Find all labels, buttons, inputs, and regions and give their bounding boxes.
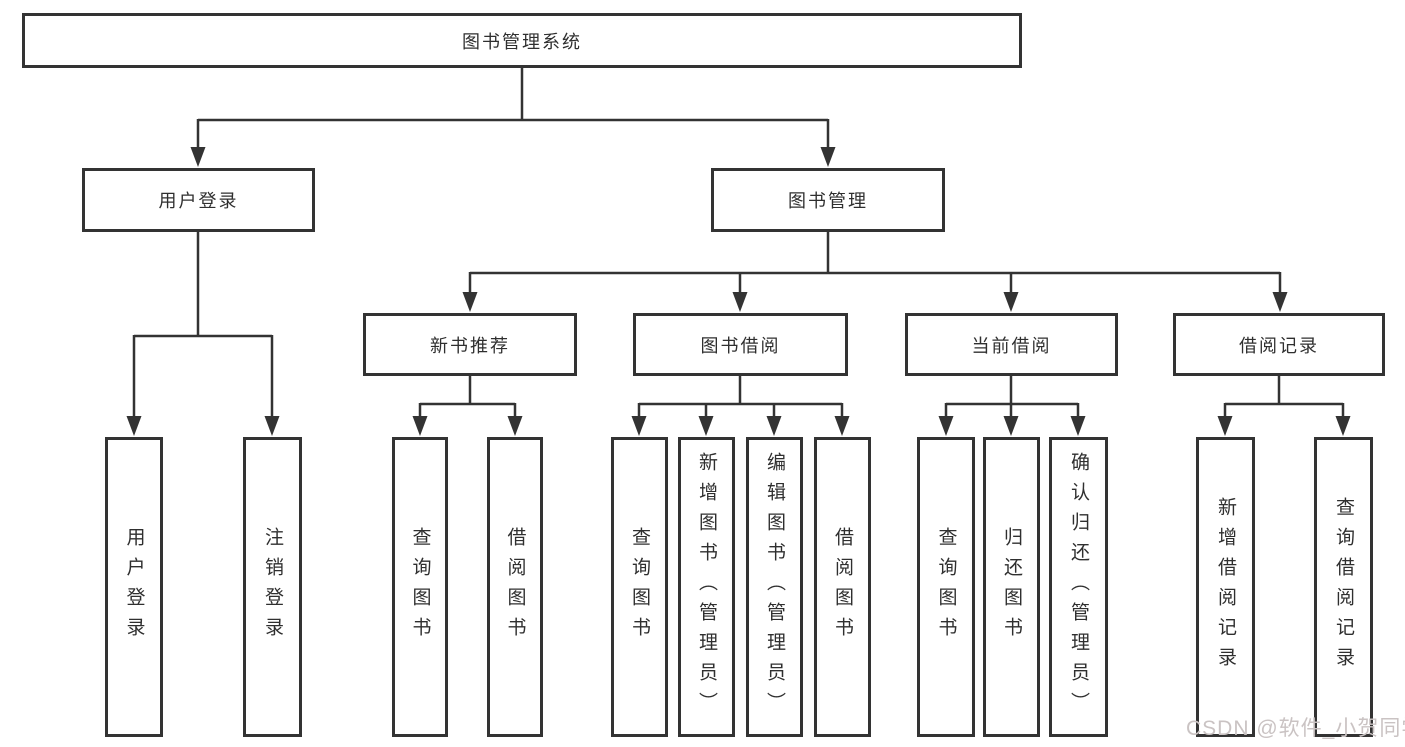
leaf-query-books-1: 查询图书 [392, 437, 448, 737]
leaf-borrow-books-2: 借阅图书 [814, 437, 871, 737]
leaf-query-borrow-record: 查询借阅记录 [1314, 437, 1373, 737]
leaf-borrow-books-1: 借阅图书 [487, 437, 543, 737]
leaf-return-book: 归还图书 [983, 437, 1040, 737]
node-book-management: 图书管理 [711, 168, 945, 232]
leaf-add-borrow-record: 新增借阅记录 [1196, 437, 1255, 737]
node-user-login: 用户登录 [82, 168, 315, 232]
node-borrowing-records: 借阅记录 [1173, 313, 1385, 376]
leaf-query-books-3: 查询图书 [917, 437, 975, 737]
leaf-add-book-admin: 新增图书（管理员） [678, 437, 735, 737]
node-book-borrowing: 图书借阅 [633, 313, 848, 376]
leaf-user-login: 用户登录 [105, 437, 163, 737]
leaf-confirm-return-admin: 确认归还（管理员） [1049, 437, 1108, 737]
leaf-query-books-2: 查询图书 [611, 437, 668, 737]
leaf-logout: 注销登录 [243, 437, 302, 737]
node-current-borrowing: 当前借阅 [905, 313, 1118, 376]
leaf-edit-book-admin: 编辑图书（管理员） [746, 437, 803, 737]
csdn-watermark: CSDN @软件_小贺同学 [1186, 717, 1405, 740]
node-library-management-system: 图书管理系统 [22, 13, 1022, 68]
node-new-book-recommend: 新书推荐 [363, 313, 577, 376]
